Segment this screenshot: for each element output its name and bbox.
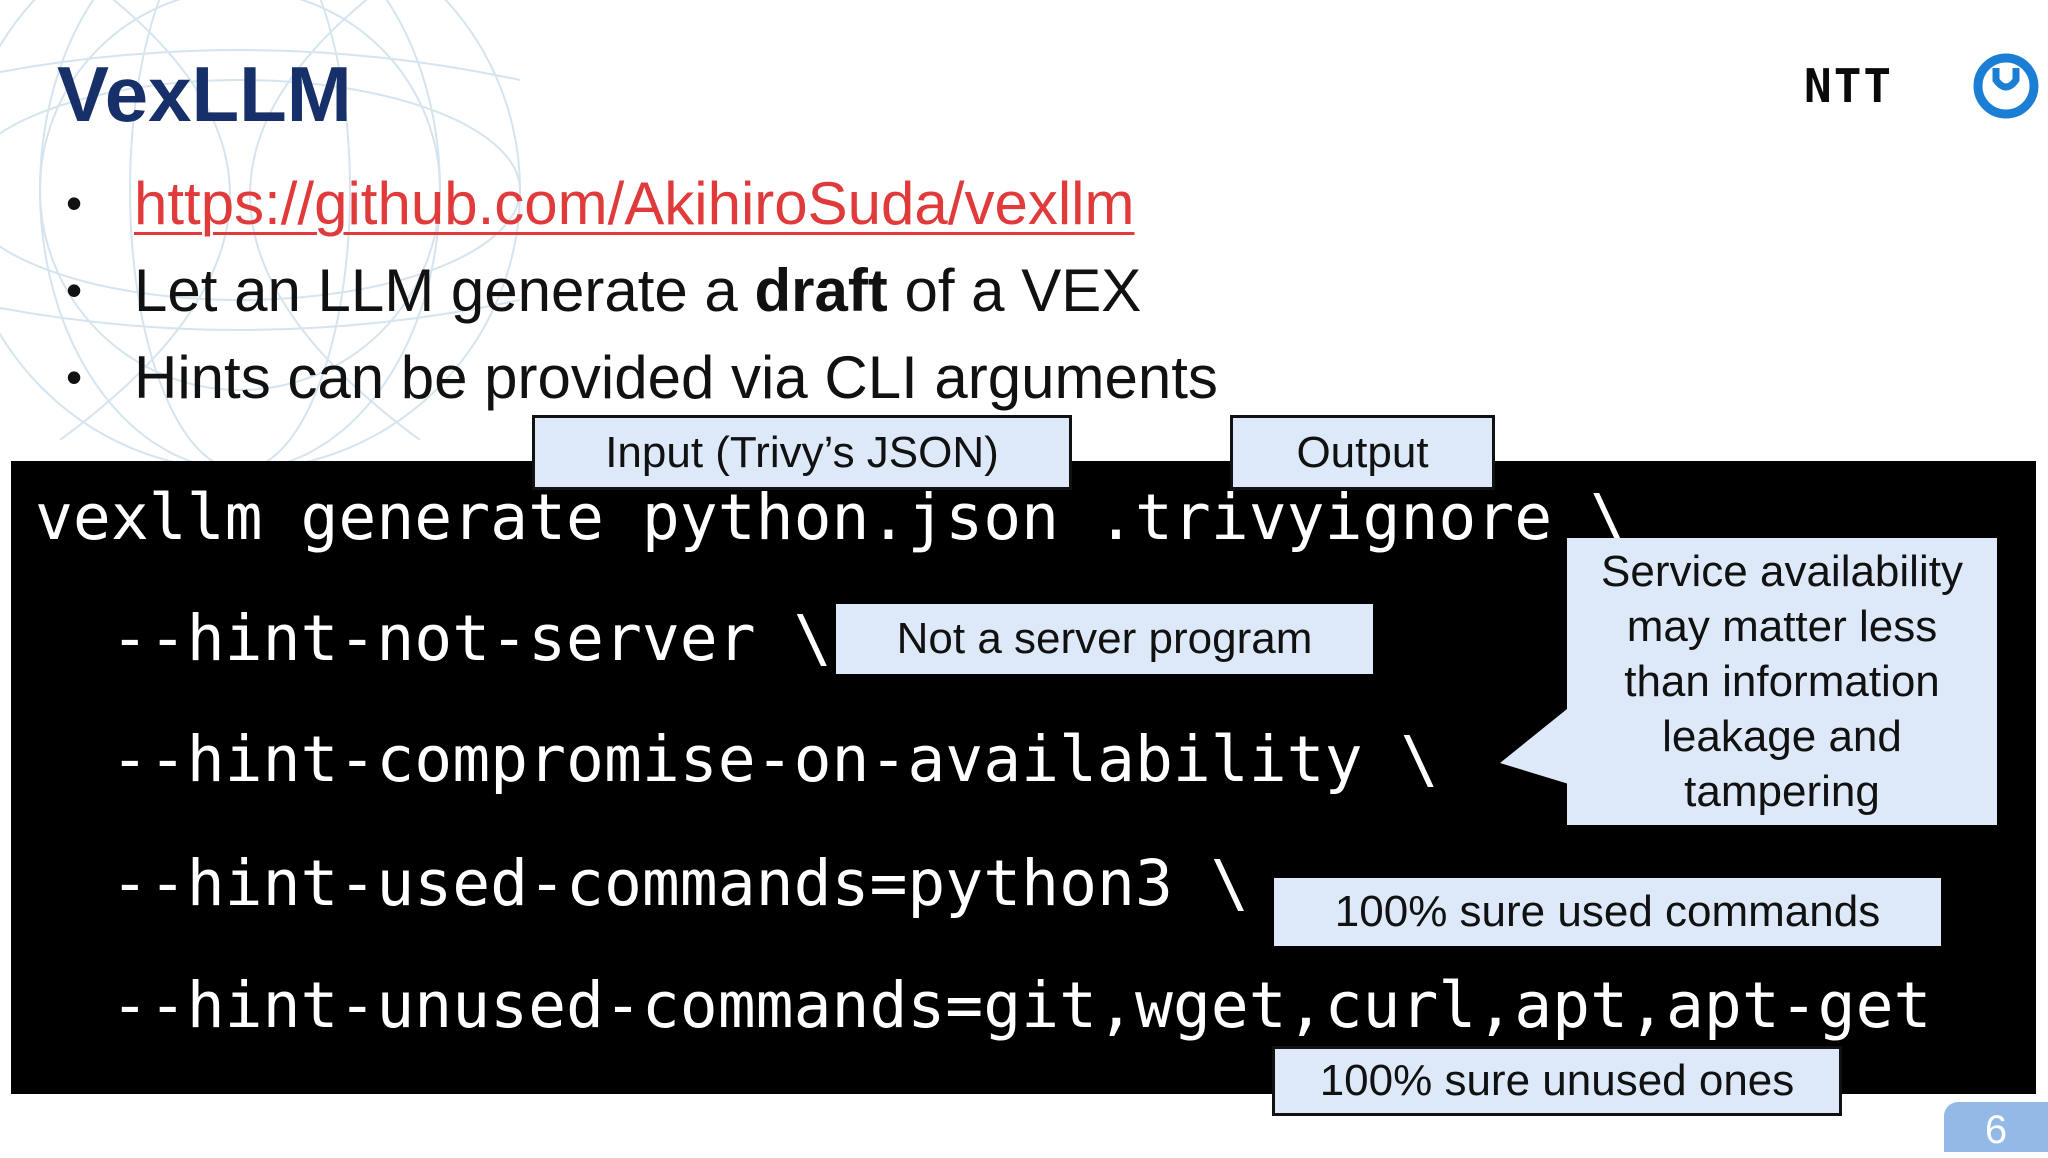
code-line: --hint-not-server \ (35, 602, 832, 675)
unused-commands-callout: 100% sure unused ones (1272, 1046, 1842, 1116)
bullet-item-hints: • Hints can be provided via CLI argument… (66, 334, 1218, 421)
bullet-item-draft: • Let an LLM generate a draft of a VEX (66, 247, 1218, 334)
github-link[interactable]: https://github.com/AkihiroSuda/vexllm (134, 170, 1135, 237)
bullet-bold-text: draft (754, 257, 888, 324)
bullet-text: Let an LLM generate a (134, 257, 755, 324)
output-callout: Output (1230, 415, 1495, 490)
bullet-list: • https://github.com/AkihiroSuda/vexllm … (66, 160, 1218, 421)
logo-text: NTT (1804, 59, 1894, 113)
code-line: vexllm generate python.json .trivyignore… (35, 481, 1629, 554)
code-line: --hint-compromise-on-availability \ (35, 723, 1439, 796)
ntt-ring-logo-icon (1973, 53, 2039, 119)
availability-line: Service availability (1601, 547, 1963, 596)
not-server-callout: Not a server program (836, 604, 1373, 674)
code-line: --hint-unused-commands=git,wget,curl,apt… (35, 969, 1932, 1042)
availability-callout: Service availability may matter less tha… (1567, 538, 1997, 825)
bullet-text: of a VEX (887, 257, 1142, 324)
slide-title: VexLLM (57, 50, 352, 138)
availability-line: may matter less (1626, 602, 1938, 651)
input-callout: Input (Trivy’s JSON) (532, 415, 1072, 490)
availability-line: than information (1624, 657, 1940, 706)
speech-tail (1500, 705, 1572, 785)
page-number-badge: 6 (1944, 1102, 2048, 1152)
bullet-dot: • (66, 264, 83, 316)
code-line: --hint-used-commands=python3 \ (35, 847, 1249, 920)
bullet-dot: • (66, 351, 83, 403)
used-commands-callout: 100% sure used commands (1274, 878, 1941, 946)
availability-line: leakage and (1662, 712, 1902, 761)
bullet-dot: • (66, 177, 83, 229)
globe-background-decoration (0, 0, 521, 470)
availability-line: tampering (1684, 767, 1880, 816)
bullet-text: Hints can be provided via CLI arguments (134, 344, 1218, 411)
bullet-item-link: • https://github.com/AkihiroSuda/vexllm (66, 160, 1218, 247)
